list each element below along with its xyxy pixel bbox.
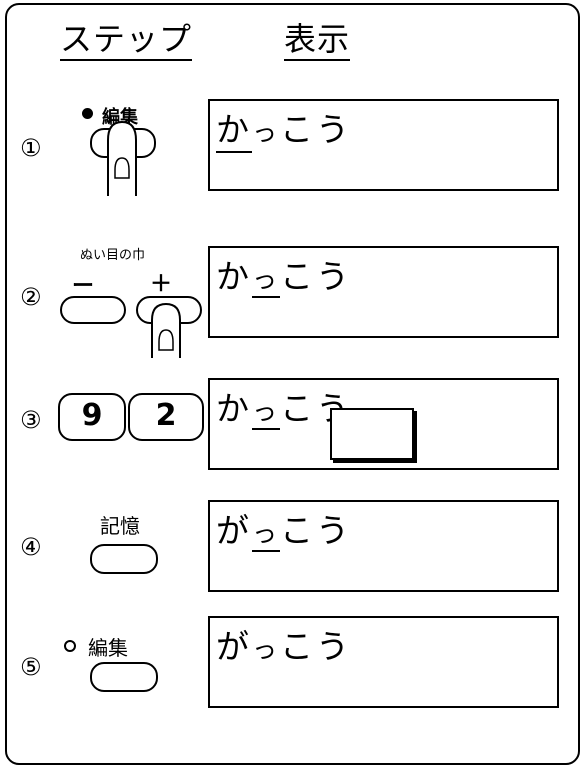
indicator-led-on <box>82 108 93 119</box>
display-text-2: かっこう <box>216 257 353 298</box>
display-text-5: がっこう <box>216 627 353 666</box>
header-display: 表示 <box>284 20 351 61</box>
input-overlay-box <box>330 408 414 460</box>
display-panel-1: かっこう <box>208 99 559 191</box>
step-2-number: ② <box>20 283 42 311</box>
finger-icon <box>151 302 181 358</box>
memory-button[interactable] <box>90 544 158 574</box>
step-5-number: ⑤ <box>20 653 42 681</box>
display-panel-5: がっこう <box>208 616 559 708</box>
minus-button[interactable] <box>60 296 126 324</box>
stitch-width-label: ぬい目の巾 <box>80 248 146 263</box>
step-4-number: ④ <box>20 533 42 561</box>
key-9-button[interactable]: 9 <box>58 393 126 441</box>
outer-frame <box>5 3 580 765</box>
display-panel-4: がっこう <box>208 500 559 592</box>
display-text-1: かっこう <box>216 103 352 153</box>
edit-button-label: 編集 <box>88 636 128 660</box>
key-2-button[interactable]: 2 <box>128 393 204 441</box>
plus-sign: ＋ <box>150 272 173 297</box>
display-panel-2: かっこう <box>208 246 559 338</box>
step-1-number: ① <box>20 134 42 162</box>
minus-sign: ー <box>72 274 95 299</box>
edit-button[interactable] <box>90 662 158 692</box>
step-3-number: ③ <box>20 406 42 434</box>
display-text-4: がっこう <box>216 511 353 552</box>
memory-button-label: 記憶 <box>100 514 140 538</box>
indicator-led-off <box>64 640 76 652</box>
finger-icon <box>107 120 137 196</box>
display-panel-3: かっこう <box>208 378 559 470</box>
header-step: ステップ <box>60 20 193 61</box>
